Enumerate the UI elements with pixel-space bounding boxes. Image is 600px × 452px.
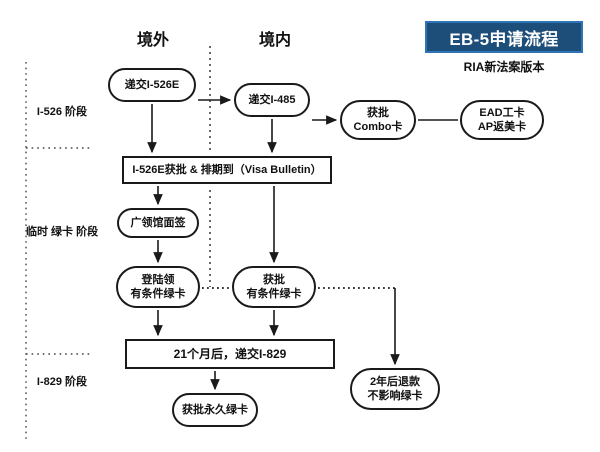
- node-refund[interactable]: 2年后退款 不影响绿卡: [350, 368, 440, 410]
- node-ead-ap-card[interactable]: EAD工卡 AP返美卡: [460, 100, 544, 140]
- node-submit-i526e[interactable]: 递交I-526E: [108, 68, 196, 102]
- stage-label-i829: I-829 阶段: [36, 376, 88, 388]
- column-header-overseas: 境外: [136, 32, 169, 49]
- node-submit-i485[interactable]: 递交I-485: [234, 83, 310, 117]
- stage-label-temp-gc: 临时 绿卡 阶段: [26, 226, 99, 238]
- title-banner: EB-5申请流程: [425, 21, 583, 53]
- node-consulate-interview[interactable]: 广领馆面签: [117, 208, 199, 238]
- column-header-domestic: 境内: [258, 32, 291, 49]
- node-combo-card[interactable]: 获批 Combo卡: [340, 100, 416, 140]
- node-visa-bulletin[interactable]: I-526E获批 & 排期到（Visa Bulletin）: [122, 156, 332, 184]
- node-approve-conditional-gc[interactable]: 获批 有条件绿卡: [232, 266, 316, 308]
- page-title: EB-5申请流程: [449, 29, 559, 49]
- node-submit-i829[interactable]: 21个月后，递交I-829: [125, 339, 335, 369]
- node-land-conditional-gc[interactable]: 登陆领 有条件绿卡: [116, 266, 200, 308]
- page-subtitle: RIA新法案版本: [463, 60, 545, 74]
- node-permanent-gc[interactable]: 获批永久绿卡: [172, 393, 258, 427]
- stage-label-i526: I-526 阶段: [36, 106, 88, 118]
